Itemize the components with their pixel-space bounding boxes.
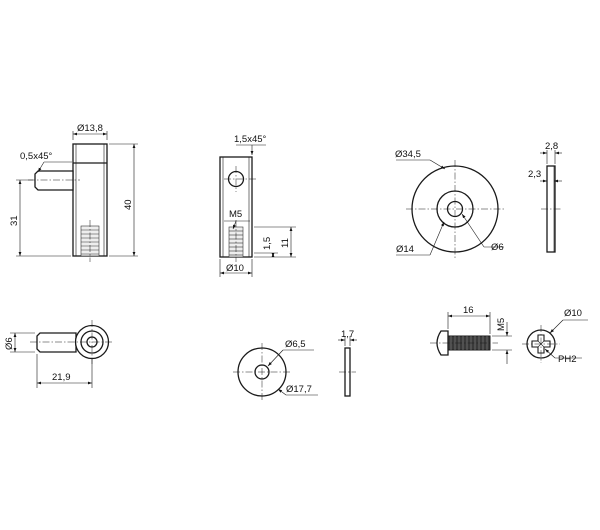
eye-pin-shank xyxy=(36,332,77,353)
dim-screw-thread: M5 xyxy=(496,318,507,331)
view-washer-small: Ø6,5 Ø17,7 xyxy=(233,339,318,401)
dim-washer-small-side-thickness: 1,7 xyxy=(341,329,354,340)
dim-washer-large-side-step: 2,3 xyxy=(528,169,541,180)
view-block-front: 1,5x45° M5 Ø10 1,5 11 xyxy=(219,134,296,277)
dim-washer-large-side-total: 2,8 xyxy=(545,141,558,152)
dim-block-diameter: Ø10 xyxy=(226,263,244,274)
bracket-pin xyxy=(34,170,74,191)
dim-bracket-height-total: 40 xyxy=(123,199,134,210)
dim-washer-large-middle: Ø14 xyxy=(396,244,414,255)
dim-washer-large-outer: Ø34,5 xyxy=(395,149,421,160)
dim-eye-pin-diameter: Ø6 xyxy=(4,337,15,350)
dim-block-chamfer: 1,5x45° xyxy=(234,134,267,145)
dim-screw-head-drive: PH2 xyxy=(558,354,576,365)
view-screw-head: Ø10 PH2 xyxy=(522,308,588,365)
dim-eye-pin-length: 21,9 xyxy=(52,372,71,383)
view-screw: 16 M5 xyxy=(430,305,512,364)
view-pin-eye: Ø6 21,9 xyxy=(4,320,114,388)
view-washer-small-side: 1,7 xyxy=(338,329,357,397)
dim-block-thread: M5 xyxy=(229,209,242,220)
dim-washer-large-inner: Ø6 xyxy=(491,242,504,253)
dim-washer-small-inner: Ø6,5 xyxy=(285,339,306,350)
dim-screw-head-diameter: Ø10 xyxy=(564,308,582,319)
dim-block-depth-small: 1,5 xyxy=(262,237,273,250)
view-washer-large: Ø34,5 Ø14 Ø6 xyxy=(395,149,505,258)
view-pin-bracket: Ø13,8 0,5x45° 40 31 xyxy=(9,123,138,262)
view-washer-large-side: 2,8 2,3 xyxy=(528,141,562,253)
dim-bracket-height-pin: 31 xyxy=(9,215,20,226)
dim-bracket-chamfer: 0,5x45° xyxy=(20,151,53,162)
dim-washer-small-outer: Ø17,7 xyxy=(286,384,312,395)
dim-block-depth: 11 xyxy=(280,238,291,248)
dim-screw-length: 16 xyxy=(463,305,474,316)
dim-bracket-diameter: Ø13,8 xyxy=(77,123,103,134)
